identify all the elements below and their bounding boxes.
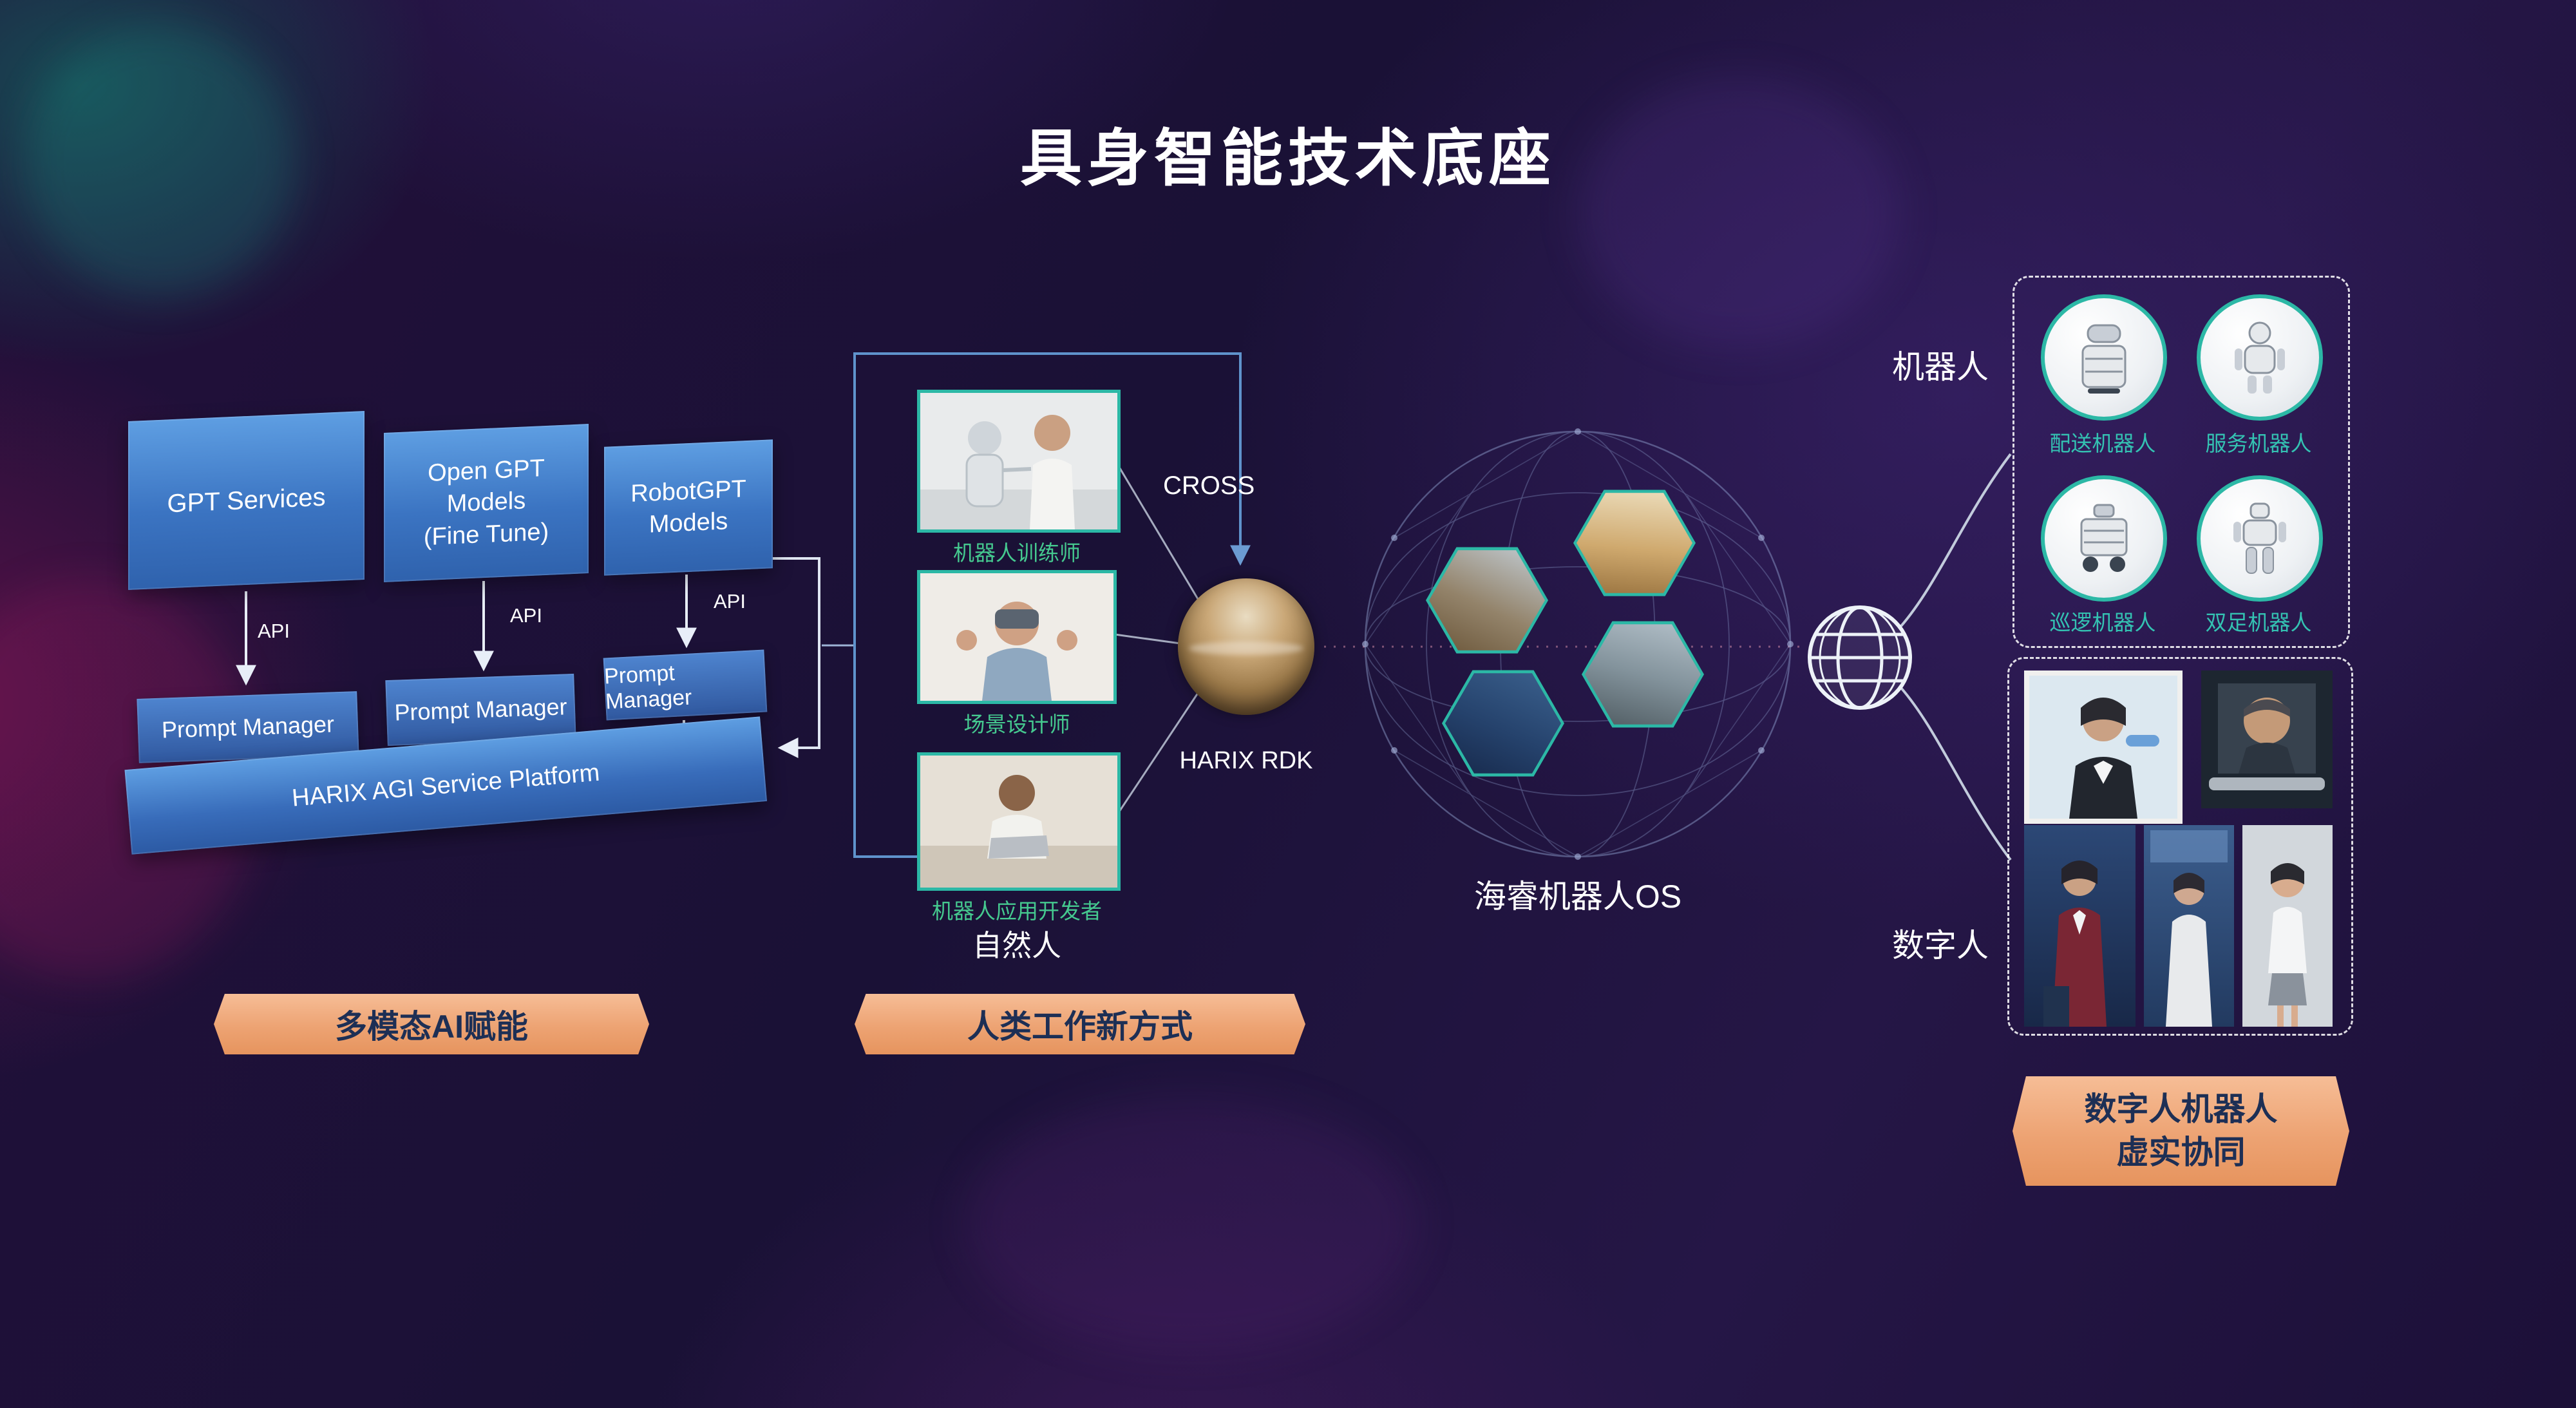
scene-designer-image — [920, 573, 1113, 701]
page-title: 具身智能技术底座 — [1020, 124, 1556, 193]
os-scene-hex — [1573, 490, 1696, 596]
delivery-robot-image — [2041, 294, 2167, 421]
robotgpt-models-box: RobotGPT Models — [604, 439, 773, 576]
virtual-real-banner-line1: 数字人机器人 — [2084, 1090, 2278, 1127]
cross-label: CROSS — [1163, 471, 1255, 500]
api-label: API — [510, 604, 542, 627]
os-scene-hex — [1442, 670, 1564, 777]
bipedal-robot-image — [2197, 475, 2323, 602]
bipedal-robot-icon — [2233, 502, 2286, 574]
prompt-manager-label: Prompt Manager — [603, 660, 693, 714]
open-gpt-models-label: Open GPT Models (Fine Tune) — [423, 454, 549, 551]
sphere-wireframe — [1362, 428, 1794, 860]
robots-group-box — [2012, 276, 2350, 648]
virtual-real-collaboration-banner: 数字人机器人 虚实协同 — [2012, 1076, 2349, 1186]
patrol-robot-image — [2041, 475, 2167, 602]
harix-rdk-globe-image — [1178, 578, 1314, 715]
multimodal-ai-banner: 多模态AI赋能 — [214, 994, 649, 1054]
digital-human-group-box — [2007, 657, 2353, 1036]
api-label: API — [258, 620, 290, 642]
open-gpt-models-box: Open GPT Models (Fine Tune) — [384, 424, 589, 582]
delivery-robot-icon — [2081, 324, 2126, 394]
gpt-services-label: GPT Services — [167, 482, 326, 518]
scene-designer-photo — [917, 570, 1117, 704]
robot-trainer-image — [920, 393, 1117, 529]
virtual-real-banner-line2: 虚实协同 — [2116, 1134, 2246, 1170]
multimodal-ai-banner-label: 多模态AI赋能 — [335, 1009, 528, 1045]
digital-human-kiosk-image — [2144, 825, 2234, 1027]
api-label: API — [714, 590, 746, 613]
prompt-manager-label: Prompt Manager — [393, 693, 568, 726]
os-scene-hex — [1582, 621, 1704, 728]
photo-caption: 机器人训练师 — [953, 541, 1081, 565]
robot-label: 巡逻机器人 — [2049, 611, 2156, 634]
globe-icon — [1808, 605, 1912, 710]
harix-agi-platform-label: HARIX AGI Service Platform — [290, 759, 601, 812]
digital-human-screen-image — [2024, 671, 2183, 824]
robot-label: 双足机器人 — [2205, 611, 2312, 634]
robot-label: 配送机器人 — [2049, 432, 2156, 455]
photo-caption: 场景设计师 — [963, 712, 1070, 736]
digital-human-laptop-image — [2201, 671, 2333, 808]
robots-section-label: 机器人 — [1892, 349, 1989, 385]
digital-human-kiosk-image — [2024, 825, 2136, 1027]
robot-label: 服务机器人 — [2205, 432, 2312, 455]
robot-app-developer-image — [920, 756, 1117, 888]
photo-caption: 机器人应用开发者 — [932, 899, 1102, 923]
gpt-services-box: GPT Services — [128, 410, 365, 591]
robotgpt-models-label: RobotGPT Models — [630, 475, 746, 538]
os-scene-hex — [1426, 547, 1548, 654]
new-work-style-banner-label: 人类工作新方式 — [967, 1009, 1193, 1045]
new-work-style-banner: 人类工作新方式 — [855, 994, 1305, 1054]
digital-human-child-image — [2242, 825, 2333, 1027]
service-robot-image — [2197, 294, 2323, 421]
prompt-manager-label: Prompt Manager — [161, 710, 335, 743]
prompt-manager-box: Prompt Manager — [603, 649, 768, 721]
natural-person-label: 自然人 — [972, 929, 1061, 962]
robot-trainer-photo — [917, 390, 1121, 533]
patrol-robot-icon — [2080, 504, 2128, 572]
service-robot-icon — [2235, 321, 2285, 394]
robot-app-developer-photo — [917, 752, 1121, 891]
harix-os-label: 海睿机器人OS — [1473, 879, 1682, 915]
digital-human-section-label: 数字人 — [1892, 928, 1989, 964]
harix-rdk-label: HARIX RDK — [1179, 747, 1313, 774]
